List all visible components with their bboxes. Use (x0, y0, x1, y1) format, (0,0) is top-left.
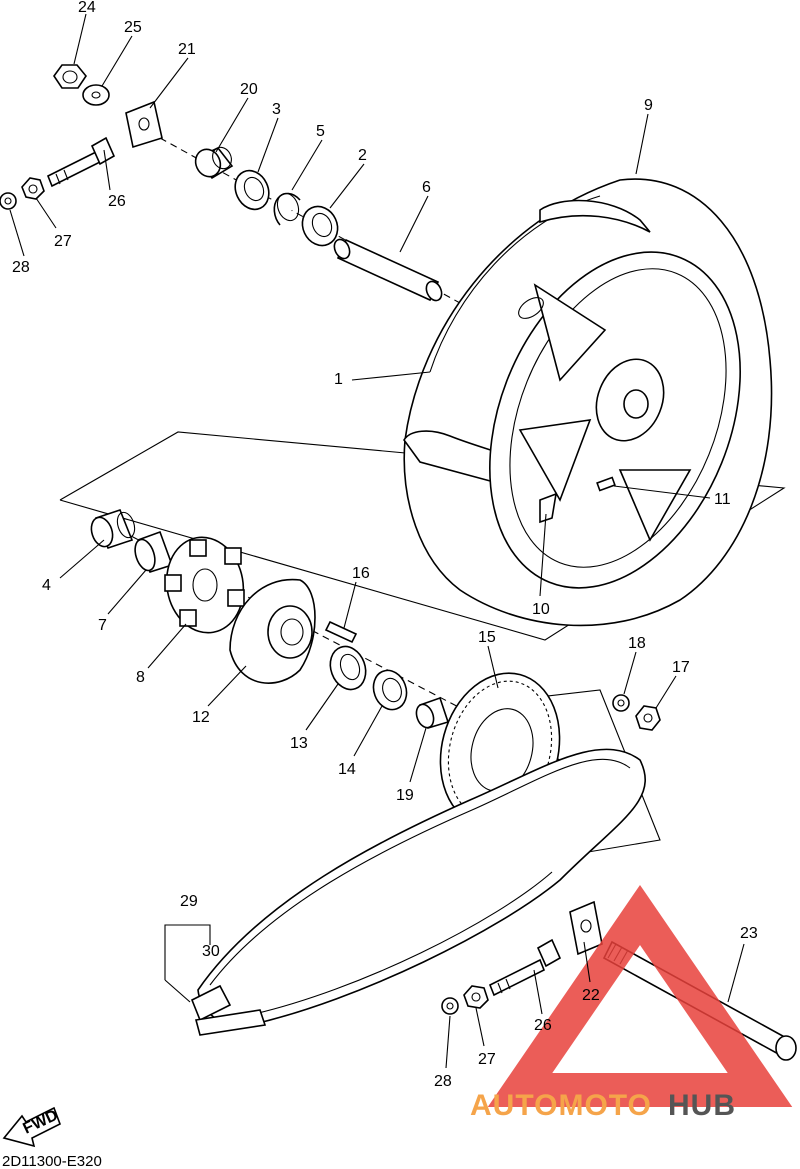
callout-11[interactable]: 11 (714, 491, 731, 508)
part-10-valve[interactable] (539, 492, 558, 524)
part-29-drive-chain[interactable] (197, 748, 646, 1027)
part-11-balance-weight[interactable] (596, 476, 616, 492)
part-2-bearing[interactable] (296, 201, 344, 252)
callout-1[interactable]: 1 (334, 371, 343, 388)
part-30-chain-joint[interactable] (190, 984, 267, 1036)
part-4-bearing[interactable] (88, 509, 138, 549)
part-16-stud-bolt[interactable] (324, 620, 358, 644)
callout-9[interactable]: 9 (644, 97, 653, 114)
callout-4[interactable]: 4 (42, 577, 51, 594)
callout-labels: 24 25 21 26 27 28 20 3 5 2 6 9 1 11 10 4… (12, 0, 758, 1090)
callout-18[interactable]: 18 (628, 635, 646, 652)
callout-7[interactable]: 7 (98, 617, 107, 634)
callout-17[interactable]: 17 (672, 659, 690, 676)
part-18-washer[interactable] (612, 694, 630, 712)
part-14-oil-seal[interactable] (368, 666, 412, 715)
part-12-clutch-hub[interactable] (229, 578, 316, 684)
callout-28-top[interactable]: 28 (12, 259, 30, 276)
callout-24[interactable]: 24 (78, 0, 96, 16)
callout-3[interactable]: 3 (272, 101, 281, 118)
part-27-nut-top[interactable] (21, 177, 45, 200)
leader-lines (9, 13, 745, 1069)
callout-20[interactable]: 20 (240, 81, 258, 98)
fwd-arrow-icon: FWD (2, 1107, 62, 1148)
chain-bracket (164, 924, 211, 980)
callout-5[interactable]: 5 (316, 123, 325, 140)
callout-6[interactable]: 6 (422, 179, 431, 196)
part-13-bearing[interactable] (325, 642, 372, 695)
part-19-collar[interactable] (413, 696, 450, 730)
callout-19[interactable]: 19 (396, 787, 414, 804)
part-26-bolt-top[interactable] (46, 136, 116, 188)
part-20-collar[interactable] (191, 144, 235, 181)
callout-16[interactable]: 16 (352, 565, 370, 582)
callout-27-top[interactable]: 27 (54, 233, 72, 250)
part-28-washer-top[interactable] (0, 192, 17, 210)
diagram-code: 2D11300-E320 (2, 1153, 102, 1169)
watermark-text-hub: HUB (668, 1089, 736, 1122)
part-22-adjuster-plate[interactable] (569, 900, 603, 956)
callout-2[interactable]: 2 (358, 147, 367, 164)
callout-15[interactable]: 15 (478, 629, 496, 646)
callout-26-top[interactable]: 26 (108, 193, 126, 210)
callout-26-bottom[interactable]: 26 (534, 1017, 552, 1034)
watermark-text-automoto: AUTOMOTO (470, 1089, 652, 1122)
callout-23[interactable]: 23 (740, 925, 758, 942)
callout-13[interactable]: 13 (290, 735, 308, 752)
callout-30[interactable]: 30 (202, 943, 220, 960)
callout-29[interactable]: 29 (180, 893, 198, 910)
part-5-circlip[interactable] (273, 190, 302, 226)
part-27-nut-bottom[interactable] (463, 985, 489, 1009)
part-21-adjuster-plate[interactable] (125, 100, 163, 149)
callout-10[interactable]: 10 (532, 601, 550, 618)
callout-22[interactable]: 22 (582, 987, 600, 1004)
callout-8[interactable]: 8 (136, 669, 145, 686)
part-8-damper[interactable] (159, 531, 251, 639)
part-7-collar[interactable] (131, 530, 174, 573)
part-26-bolt-bottom[interactable] (488, 938, 562, 997)
callout-25[interactable]: 25 (124, 19, 142, 36)
callout-14[interactable]: 14 (338, 761, 356, 778)
callout-28-bottom[interactable]: 28 (434, 1073, 452, 1090)
part-6-spacer-tube[interactable] (331, 237, 444, 303)
part-25-washer[interactable] (82, 84, 110, 106)
callout-12[interactable]: 12 (192, 709, 210, 726)
part-3-bearing[interactable] (229, 165, 275, 215)
part-17-nut[interactable] (635, 705, 661, 731)
callout-27-bottom[interactable]: 27 (478, 1051, 496, 1068)
part-28-washer-bottom[interactable] (441, 997, 459, 1015)
part-24-nut[interactable] (53, 64, 87, 89)
watermark-logo (487, 884, 793, 1107)
callout-21[interactable]: 21 (178, 41, 196, 58)
assembly-outline (59, 431, 786, 641)
